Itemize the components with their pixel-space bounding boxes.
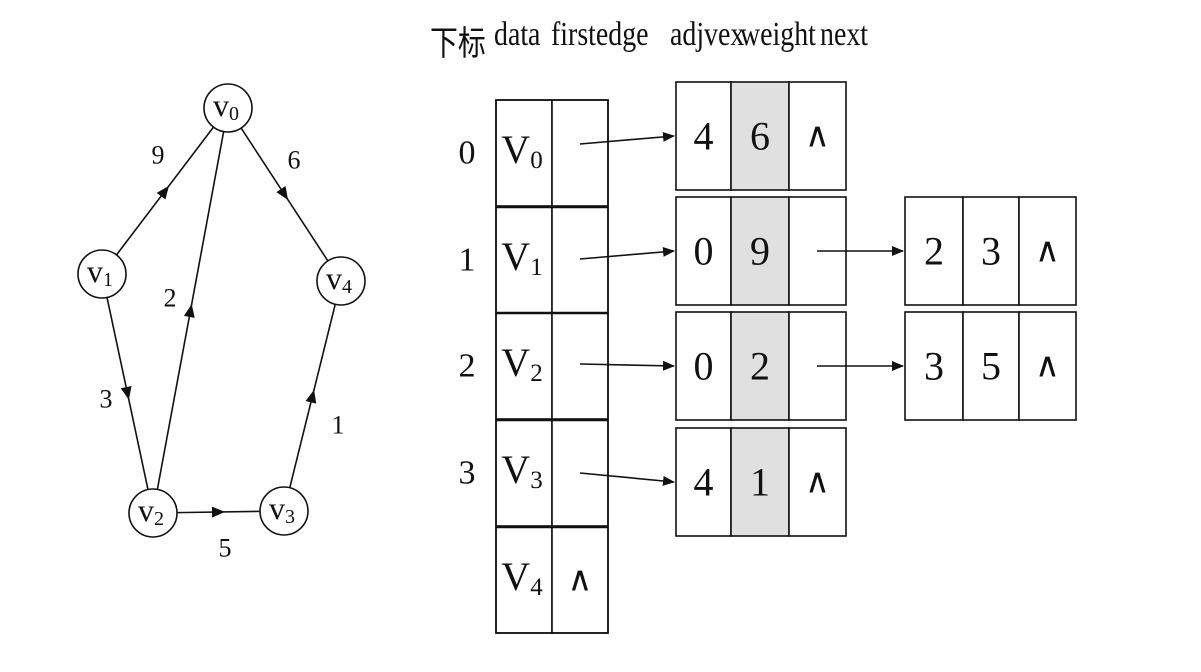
edge-adjvex-0-0: 4 [694, 114, 714, 159]
edge-adjvex-cell-3-0 [675, 427, 732, 537]
edge-adjvex-cell-1-1 [904, 196, 964, 306]
graph-vertex-label-v4: v4 [326, 260, 352, 298]
vertex-table-border [495, 99, 609, 634]
edge-weight-cell-3-0 [730, 427, 790, 537]
vertex-data-label-4: V4 [501, 554, 543, 601]
vertex-firstedge-cell-2 [551, 312, 609, 420]
edge-next-null-0-0: ∧ [805, 118, 830, 155]
list-index-1: 1 [459, 242, 476, 279]
vertex-data-label-2: V2 [501, 340, 542, 387]
graph-edge-arrow-v0-v4 [276, 186, 289, 200]
edge-adjvex-cell-1-0 [675, 196, 732, 306]
pointer-arrow-2-0 [579, 360, 675, 371]
vertex-firstedge-cell-4 [551, 526, 609, 634]
header-next: next [820, 16, 869, 53]
graph-vertex-label-v1: v1 [87, 253, 113, 291]
pointer-arrow-1-0 [579, 246, 675, 260]
vertex-data-cell-3 [495, 419, 553, 527]
graph-edge-weight-v2-v0: 2 [164, 284, 177, 313]
graph-vertex-label-v0: v0 [213, 87, 239, 125]
edge-adjvex-cell-0-0 [675, 81, 732, 191]
edge-next-null-2-1: ∧ [1035, 348, 1060, 385]
graph: 9 6 2 3 5 1 v0 v1 v2 v3 v4 [77, 83, 366, 563]
edge-weight-cell-2-0 [730, 311, 790, 421]
edge-adjvex-2-1: 3 [924, 344, 944, 389]
graph-edge-arrow-v2-v0 [183, 304, 195, 318]
vertex-firstedge-cell-1 [551, 206, 609, 314]
graph-vertex-v4 [316, 256, 366, 306]
edge-adjvex-cell-2-1 [904, 311, 964, 421]
header-index: 下标 [430, 26, 486, 63]
edge-adjvex-3-0: 4 [694, 460, 714, 505]
graph-edge-arrow-v1-v0 [156, 185, 169, 200]
edge-next-null-1-1: ∧ [1035, 233, 1060, 270]
edge-next-cell-3-0 [788, 427, 847, 537]
header-adjvex: adjvex [670, 16, 745, 53]
header-firstedge: firstedge [551, 16, 649, 53]
list-index-0: 0 [459, 135, 476, 172]
graph-edge-weight-v3-v4: 1 [332, 411, 345, 440]
edge-next-null-3-0: ∧ [805, 464, 830, 501]
graph-vertex-label-v3: v3 [269, 490, 295, 528]
graph-edge-weight-v1-v0: 9 [152, 141, 165, 170]
edge-weight-cell-0-0 [730, 81, 790, 191]
edge-weight-cell-1-1 [962, 196, 1020, 306]
vertex-firstedge-cell-0 [551, 99, 609, 207]
edge-adjvex-1-0: 0 [694, 229, 714, 274]
firstedge-null-4: ∧ [568, 562, 593, 599]
edge-weight-cell-1-0 [730, 196, 790, 306]
graph-edge-arrow-v1-v2 [120, 385, 132, 400]
vertex-data-label-3: V3 [501, 447, 542, 494]
graph-edge-weight-v2-v3: 5 [219, 534, 232, 563]
pointer-arrow-0-0 [579, 131, 675, 145]
graph-edge-arrow-v2-v3 [211, 506, 225, 518]
list-index-3: 3 [459, 455, 476, 492]
vertex-data-label-0: V0 [501, 127, 542, 174]
graph-vertex-v3 [259, 486, 309, 536]
vertex-data-cell-1 [495, 206, 553, 314]
edge-weight-2-0: 2 [750, 344, 770, 389]
list-index-2: 2 [459, 348, 476, 385]
edge-weight-1-1: 3 [981, 229, 1001, 274]
header-weight: weight [740, 16, 816, 53]
edge-weight-2-1: 5 [981, 344, 1001, 389]
header-data: data [494, 16, 541, 53]
edge-adjvex-1-1: 2 [924, 229, 944, 274]
edge-next-cell-0-0 [788, 81, 847, 191]
graph-vertex-v1 [77, 249, 127, 299]
edge-adjvex-2-0: 0 [694, 344, 714, 389]
edge-next-cell-2-1 [1018, 311, 1077, 421]
vertex-data-label-1: V1 [501, 234, 542, 281]
graph-vertex-v2 [128, 488, 178, 538]
edge-weight-0-0: 6 [750, 114, 770, 159]
edge-weight-1-0: 9 [750, 229, 770, 274]
graph-vertex-v0 [203, 83, 253, 133]
edge-weight-cell-2-1 [962, 311, 1020, 421]
graph-vertex-label-v2: v2 [138, 492, 164, 530]
graph-edge-weight-v0-v4: 6 [288, 146, 301, 175]
edge-weight-3-0: 1 [750, 460, 770, 505]
graph-edge-weight-v1-v2: 3 [100, 385, 113, 414]
pointer-arrow-3-0 [579, 472, 675, 486]
graph-edge-arrow-v3-v4 [305, 389, 317, 404]
edge-next-cell-1-1 [1018, 196, 1077, 306]
